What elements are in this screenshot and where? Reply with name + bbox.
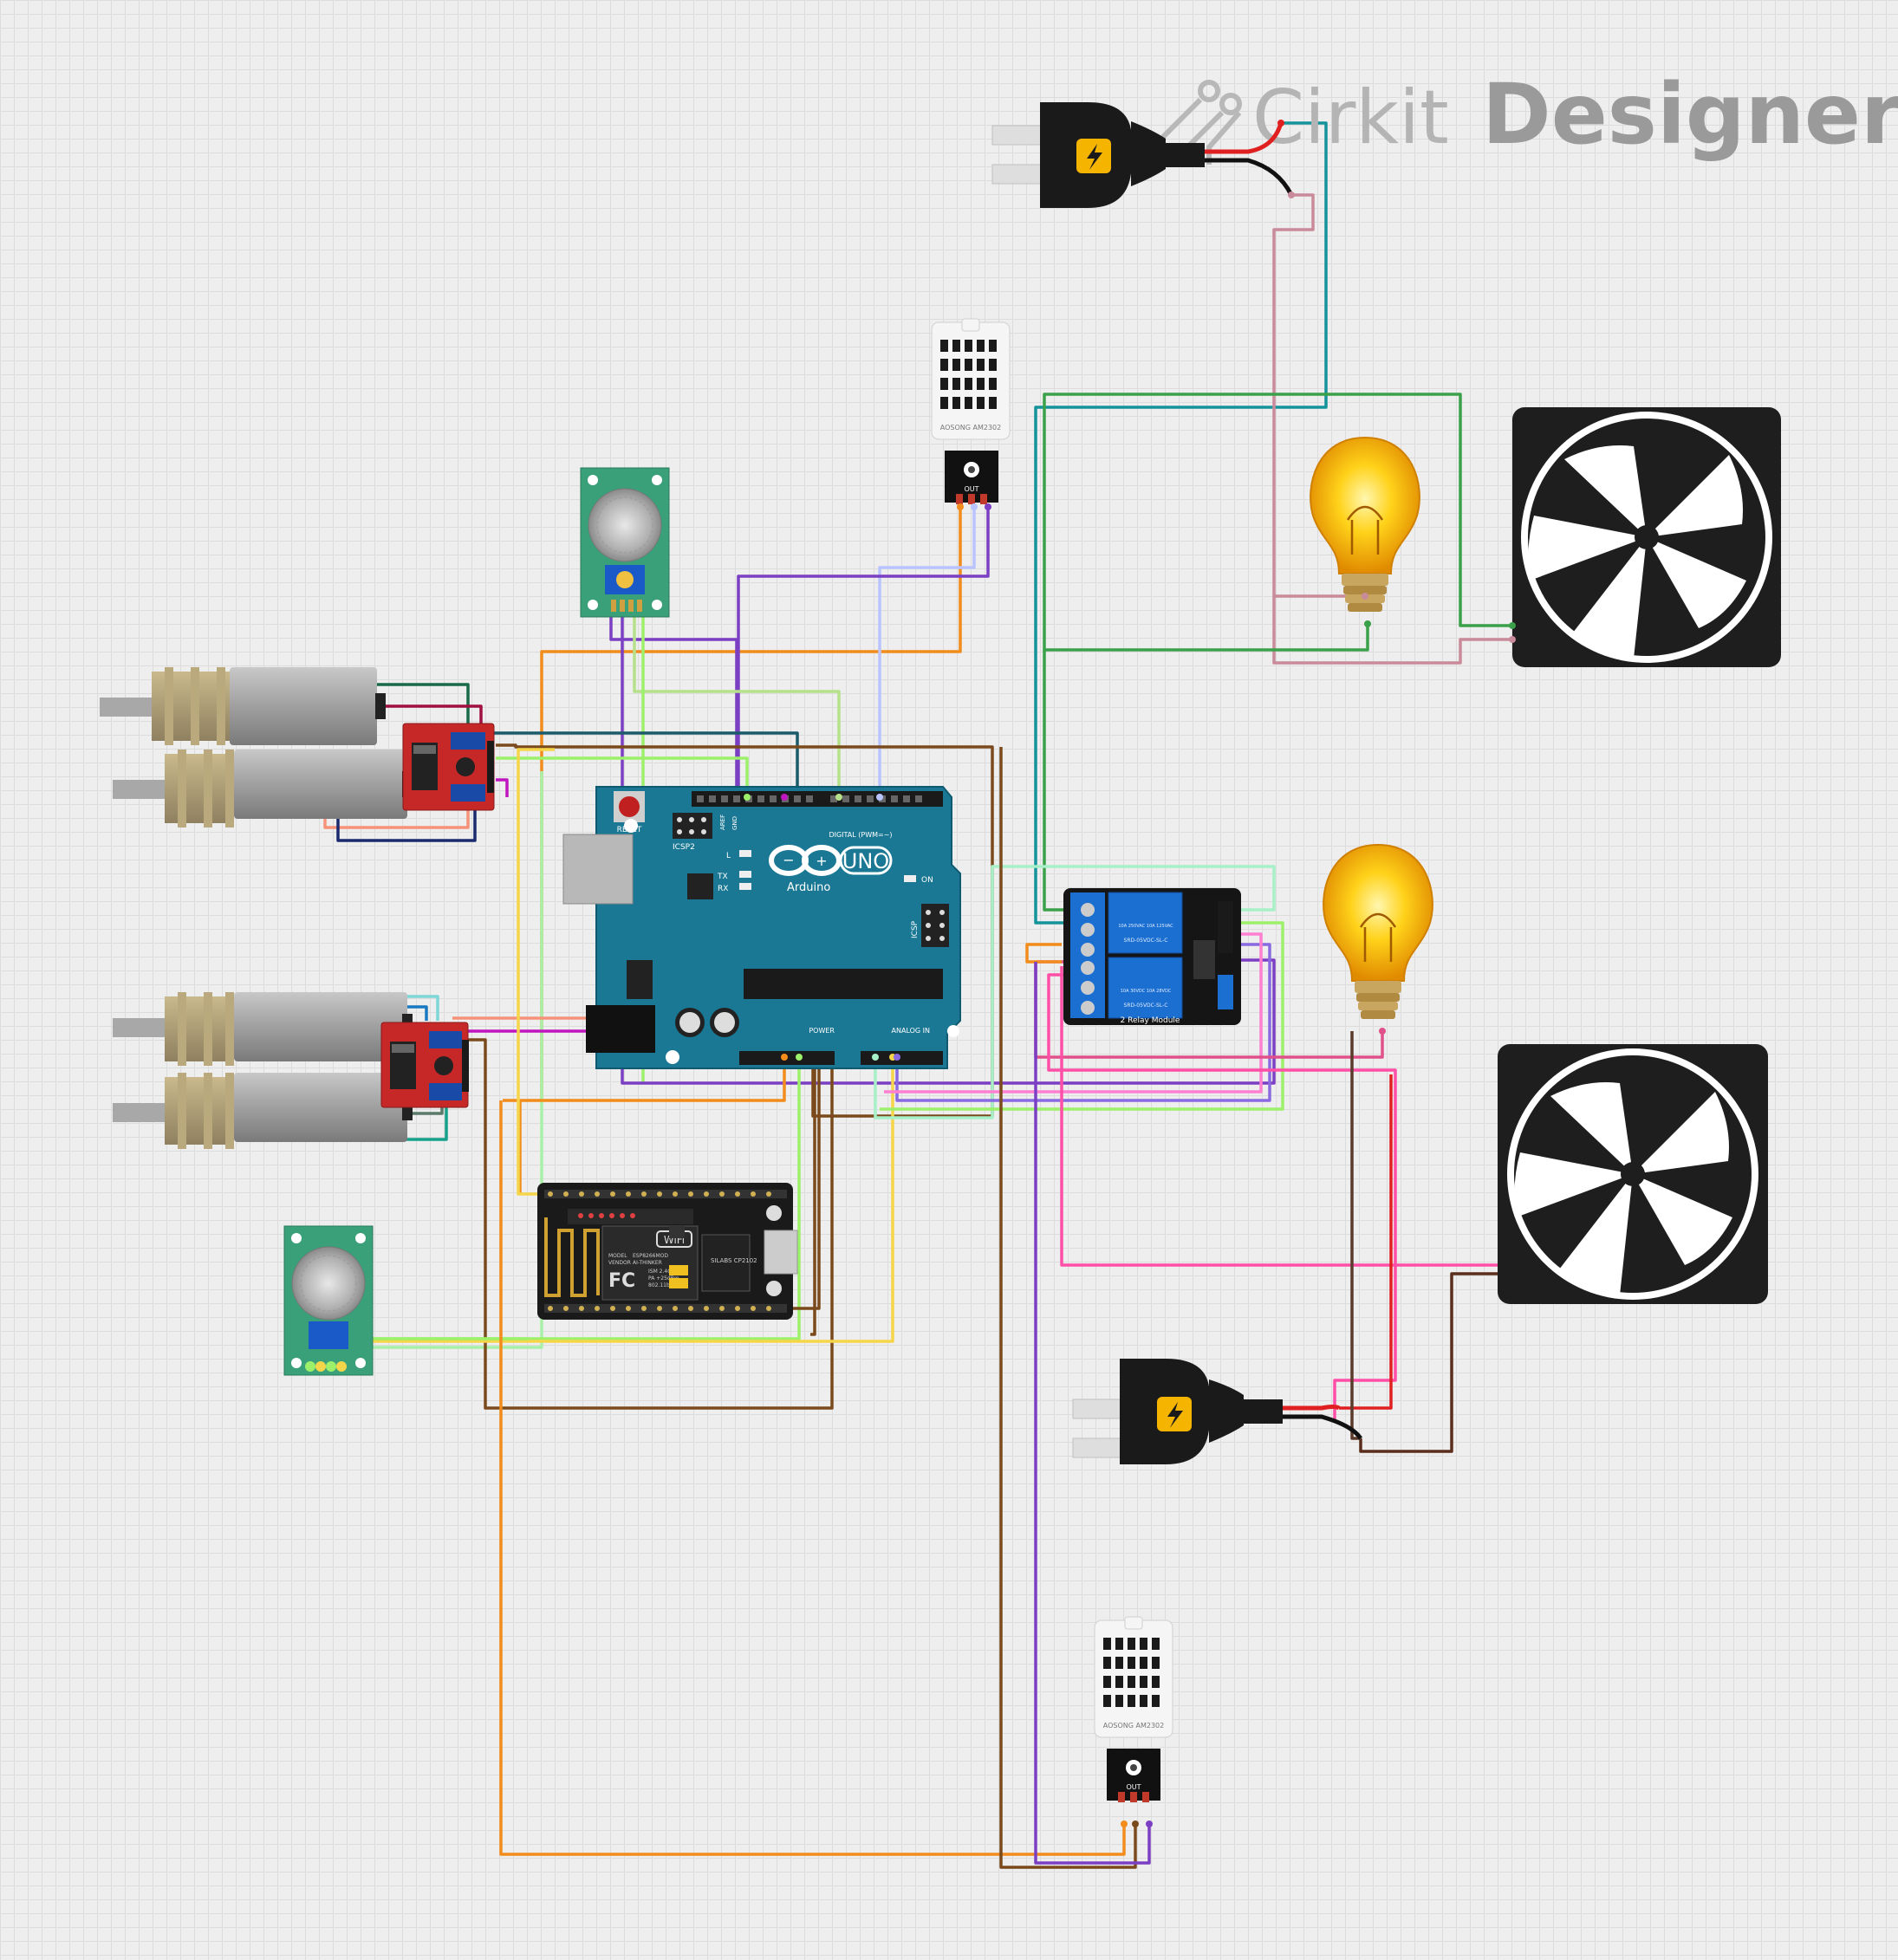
wire-pink-bulb-fan [1272,596,1512,665]
usb-port [562,834,634,905]
relay-coil-2: SRD-05VDC-SL-C [1124,1003,1168,1009]
relay-module[interactable]: 10A 250VAC 10A 125VAC SRD-05VDC-SL-C 10A… [1063,888,1241,1025]
dc-motor-2[interactable] [113,750,413,827]
dc-motor-4[interactable] [113,1073,413,1149]
svg-text:+: + [816,853,827,869]
wire-mint-relay [874,865,1276,1120]
wire-hotpink-relay-fan [1047,973,1397,1421]
analog-label: ANALOG IN [892,1027,931,1035]
esp-vendor-label: VENDOR [608,1260,631,1266]
relay-module-label: 2 Relay Module [1121,1016,1180,1025]
wire-brown-plug2 [1359,1272,1499,1453]
fan-bottom[interactable] [1498,1044,1768,1304]
wire-lime-mq1 [633,607,841,797]
wire-green2-relay [880,921,1284,1111]
rx-label: RX [718,885,728,893]
gnd-label-top: GND [731,816,738,830]
wire-purple-dht1 [737,507,990,797]
motor-driver-2[interactable] [380,1022,469,1108]
usb-serial-chip [701,1234,751,1292]
esp-std: 802.11b/g/n [648,1282,680,1288]
brand-name-cirkit: Cirkit [1252,75,1449,161]
wire-pink-plug-bulb [1272,193,1365,598]
gas-sensor-top[interactable] [580,467,670,618]
relay-rating-2: 10A 30VDC 10A 28VDC [1121,989,1172,994]
wire-orange-d2 [503,1057,786,1102]
esp-fc-label: FC [608,1270,635,1292]
wire-teal-d1 [494,731,799,797]
dc-motor-1[interactable] [100,667,386,745]
wire-purple-dht2 [1034,962,1151,1865]
wire-orange-dht2 [499,1100,1126,1856]
micro-usb-port [764,1230,798,1275]
wire-brown-d1 [496,743,994,1118]
dht-sensor-bottom[interactable]: AOSONG AM2302 OUT [1094,1616,1173,1802]
esp-model-label: MODEL [608,1253,627,1259]
dht-out-label-top: OUT [964,485,978,493]
wifi-antenna [544,1217,600,1297]
l-label: L [726,852,731,860]
arduino-infinity-logo [769,845,842,876]
wire-teal-plug-relay [1034,121,1328,925]
power-jack [586,1005,655,1053]
wire-pink2-relay [884,932,1263,1094]
icsp-label: ICSP [911,920,920,938]
dht-sensor-top[interactable]: AOSONG AM2302 OUT [931,318,1011,504]
brand-name-designer: Designer [1482,66,1898,163]
wire-brown-a [810,1057,816,1336]
rst-button[interactable] [766,1205,782,1221]
pin-dots [744,120,1295,1827]
light-bulb-top[interactable] [1310,436,1420,627]
digital-label: DIGITAL (PWM=~) [829,831,892,839]
wire-green-relay-loop [1043,650,1075,912]
dht-out-label-bottom: OUT [1126,1783,1141,1791]
power-label: POWER [809,1027,835,1035]
wire-magenta-d1 [496,778,509,797]
wire-lavender-dht1 [878,507,976,797]
icsp2-label: ICSP2 [673,843,695,852]
analog-header [861,1051,943,1065]
motor-driver-1[interactable] [402,723,495,811]
dht-label-bottom: AOSONG AM2302 [1103,1722,1164,1730]
aref-label: AREF [719,815,726,830]
on-label: ON [921,876,933,885]
wire-brown-esp [789,1066,821,1310]
wire-brown-d2 [455,1038,834,1410]
fan-top[interactable] [1509,407,1781,667]
wire-black-bulb2 [1350,1031,1361,1440]
esp-ism: ISM 2.4GHz [648,1269,679,1275]
arduino-uno[interactable]: RESET ICSP2 DIGITAL (PWM=~) AREF GND − +… [562,786,961,1069]
dht-label-top: AOSONG AM2302 [940,424,1001,432]
brand-logo: Cirkit Designer [1159,66,1898,165]
wire-green-bulb-fan [1043,393,1512,652]
arduino-brand-label: Arduino [787,881,830,894]
esp-chip-label: SILABS CP2102 [711,1257,757,1264]
relay-2 [1108,957,1183,1019]
flash-button[interactable] [766,1281,782,1296]
power-plug-top[interactable] [991,102,1294,208]
svg-text:−: − [783,852,794,868]
light-bulb-bottom[interactable] [1323,843,1433,1035]
dc-motor-3[interactable] [113,992,413,1066]
relay-rating-1: 10A 250VAC 10A 125VAC [1118,924,1173,929]
wire-brown-dht2 [999,747,1137,1869]
tx-label: TX [717,873,728,881]
relay-coil-1: SRD-05VDC-SL-C [1124,938,1168,944]
relay-1 [1108,892,1183,954]
wire-orange-relay-left [1025,943,1062,964]
esp8266-nodemcu[interactable]: WiFi MODEL ESP8266MOD VENDOR AI-THINKER … [537,1183,798,1320]
microcontroller-chip [744,969,943,999]
uno-label: UNO [842,849,889,873]
wire-red-plug2 [1339,1074,1393,1410]
gas-sensor-bottom[interactable] [283,1225,374,1376]
wire-lightgreen-d1 [496,756,749,797]
esp-vendor-value: AI-THINKER [633,1260,662,1266]
wire-violet-relay [895,943,1271,1102]
power-plug-bottom[interactable] [1072,1359,1363,1464]
esp-pa: PA +25dBm [648,1275,679,1282]
esp-model-value: ESP8266MOD [633,1253,668,1259]
